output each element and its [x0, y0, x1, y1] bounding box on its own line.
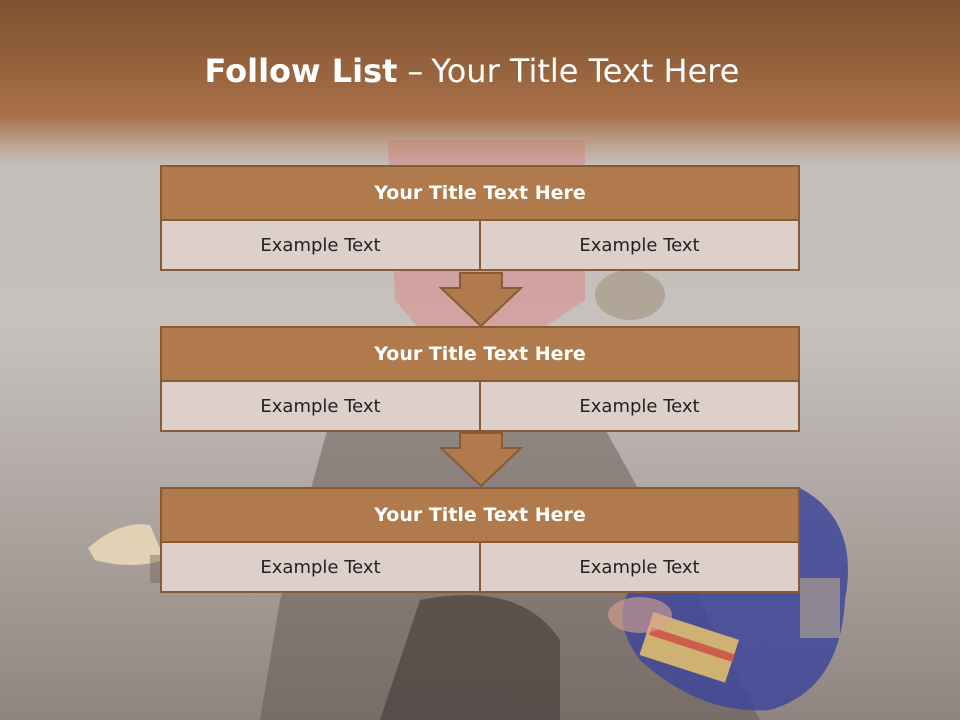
tattoo-shape: [595, 270, 665, 320]
block-title: Your Title Text Here: [160, 487, 800, 543]
block-row: Example Text Example Text: [160, 382, 800, 432]
down-arrow-icon: [439, 432, 523, 488]
block-cell-left: Example Text: [160, 221, 481, 271]
block-title: Your Title Text Here: [160, 165, 800, 221]
list-block-1: Your Title Text Here Example Text Exampl…: [160, 165, 800, 271]
slide-title: Follow List–Your Title Text Here: [0, 52, 944, 90]
title-bold-part: Follow List: [204, 52, 398, 90]
guitar-bridge-shape: [800, 578, 840, 638]
block-row: Example Text Example Text: [160, 543, 800, 593]
title-rest: Your Title Text Here: [431, 52, 740, 90]
block-cell-right: Example Text: [481, 543, 800, 593]
header-band: [0, 0, 960, 165]
strap-stripe-red-shape: [649, 627, 736, 663]
block-row: Example Text Example Text: [160, 221, 800, 271]
down-arrow-icon: [439, 272, 523, 328]
leg-shape: [380, 595, 560, 720]
hand-shape: [608, 597, 672, 633]
block-title: Your Title Text Here: [160, 326, 800, 382]
block-cell-left: Example Text: [160, 382, 481, 432]
block-cell-right: Example Text: [481, 221, 800, 271]
block-cell-left: Example Text: [160, 543, 481, 593]
guitar-headstock-shape: [88, 524, 165, 565]
list-block-3: Your Title Text Here Example Text Exampl…: [160, 487, 800, 593]
block-cell-right: Example Text: [481, 382, 800, 432]
list-block-2: Your Title Text Here Example Text Exampl…: [160, 326, 800, 432]
title-separator: –: [407, 52, 424, 90]
